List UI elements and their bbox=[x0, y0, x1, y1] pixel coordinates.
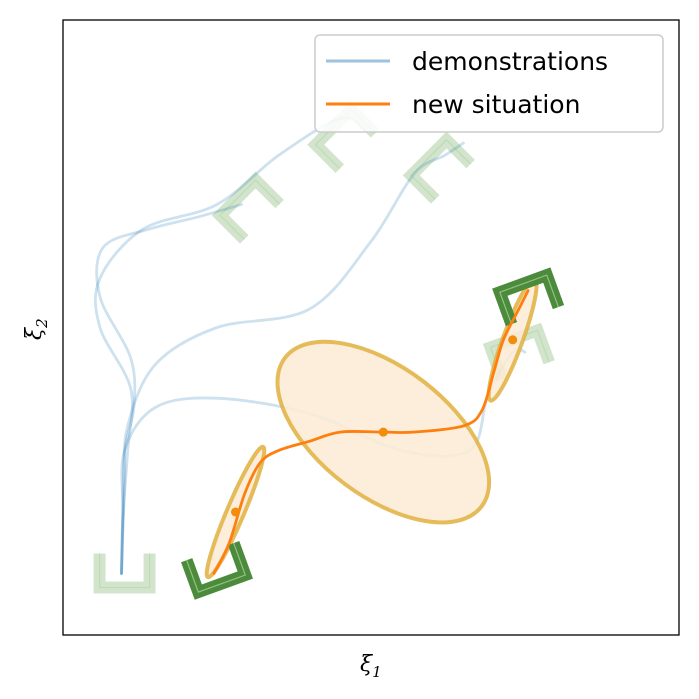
new-situation-frame-5 bbox=[181, 541, 253, 600]
y-axis-label-subscript: 2 bbox=[33, 318, 51, 329]
plot-frame bbox=[62, 19, 680, 636]
frame-bracket-inner bbox=[410, 139, 472, 200]
demonstration-line-2 bbox=[93, 116, 367, 575]
frame-bracket-inner bbox=[98, 553, 151, 589]
legend-box bbox=[314, 34, 664, 133]
via-point-0 bbox=[231, 507, 240, 517]
x-axis-label-symbol: ξ bbox=[360, 652, 374, 677]
via-point-2 bbox=[508, 335, 518, 345]
legend-demonstrations-label: demonstrations bbox=[412, 47, 608, 76]
legend-new-situation-label: new situation bbox=[412, 90, 580, 119]
frame-bracket-outer bbox=[402, 131, 475, 204]
x-axis-label: ξ1 bbox=[360, 652, 382, 681]
demonstration-frame-1 bbox=[211, 171, 284, 244]
frame-bracket-inner bbox=[499, 274, 559, 325]
frame-bracket-inner bbox=[219, 179, 281, 240]
y-axis-label-symbol: ξ bbox=[22, 326, 47, 340]
x-axis-label-subscript: 1 bbox=[372, 663, 382, 681]
demonstration-frame-3 bbox=[402, 131, 475, 204]
frame-bracket-inner bbox=[186, 542, 247, 593]
via-point-1 bbox=[378, 427, 388, 437]
demonstration-line-0 bbox=[95, 203, 243, 575]
plot-area bbox=[93, 100, 565, 600]
y-axis-label: ξ2 bbox=[22, 318, 51, 340]
demonstration-frame-0 bbox=[93, 553, 156, 594]
legend: demonstrations new situation bbox=[314, 34, 664, 133]
frame-bracket-outer bbox=[93, 553, 156, 594]
new-situation-frame-6 bbox=[492, 267, 565, 327]
demonstration-line-1 bbox=[120, 141, 465, 575]
frame-bracket-outer bbox=[211, 171, 284, 244]
